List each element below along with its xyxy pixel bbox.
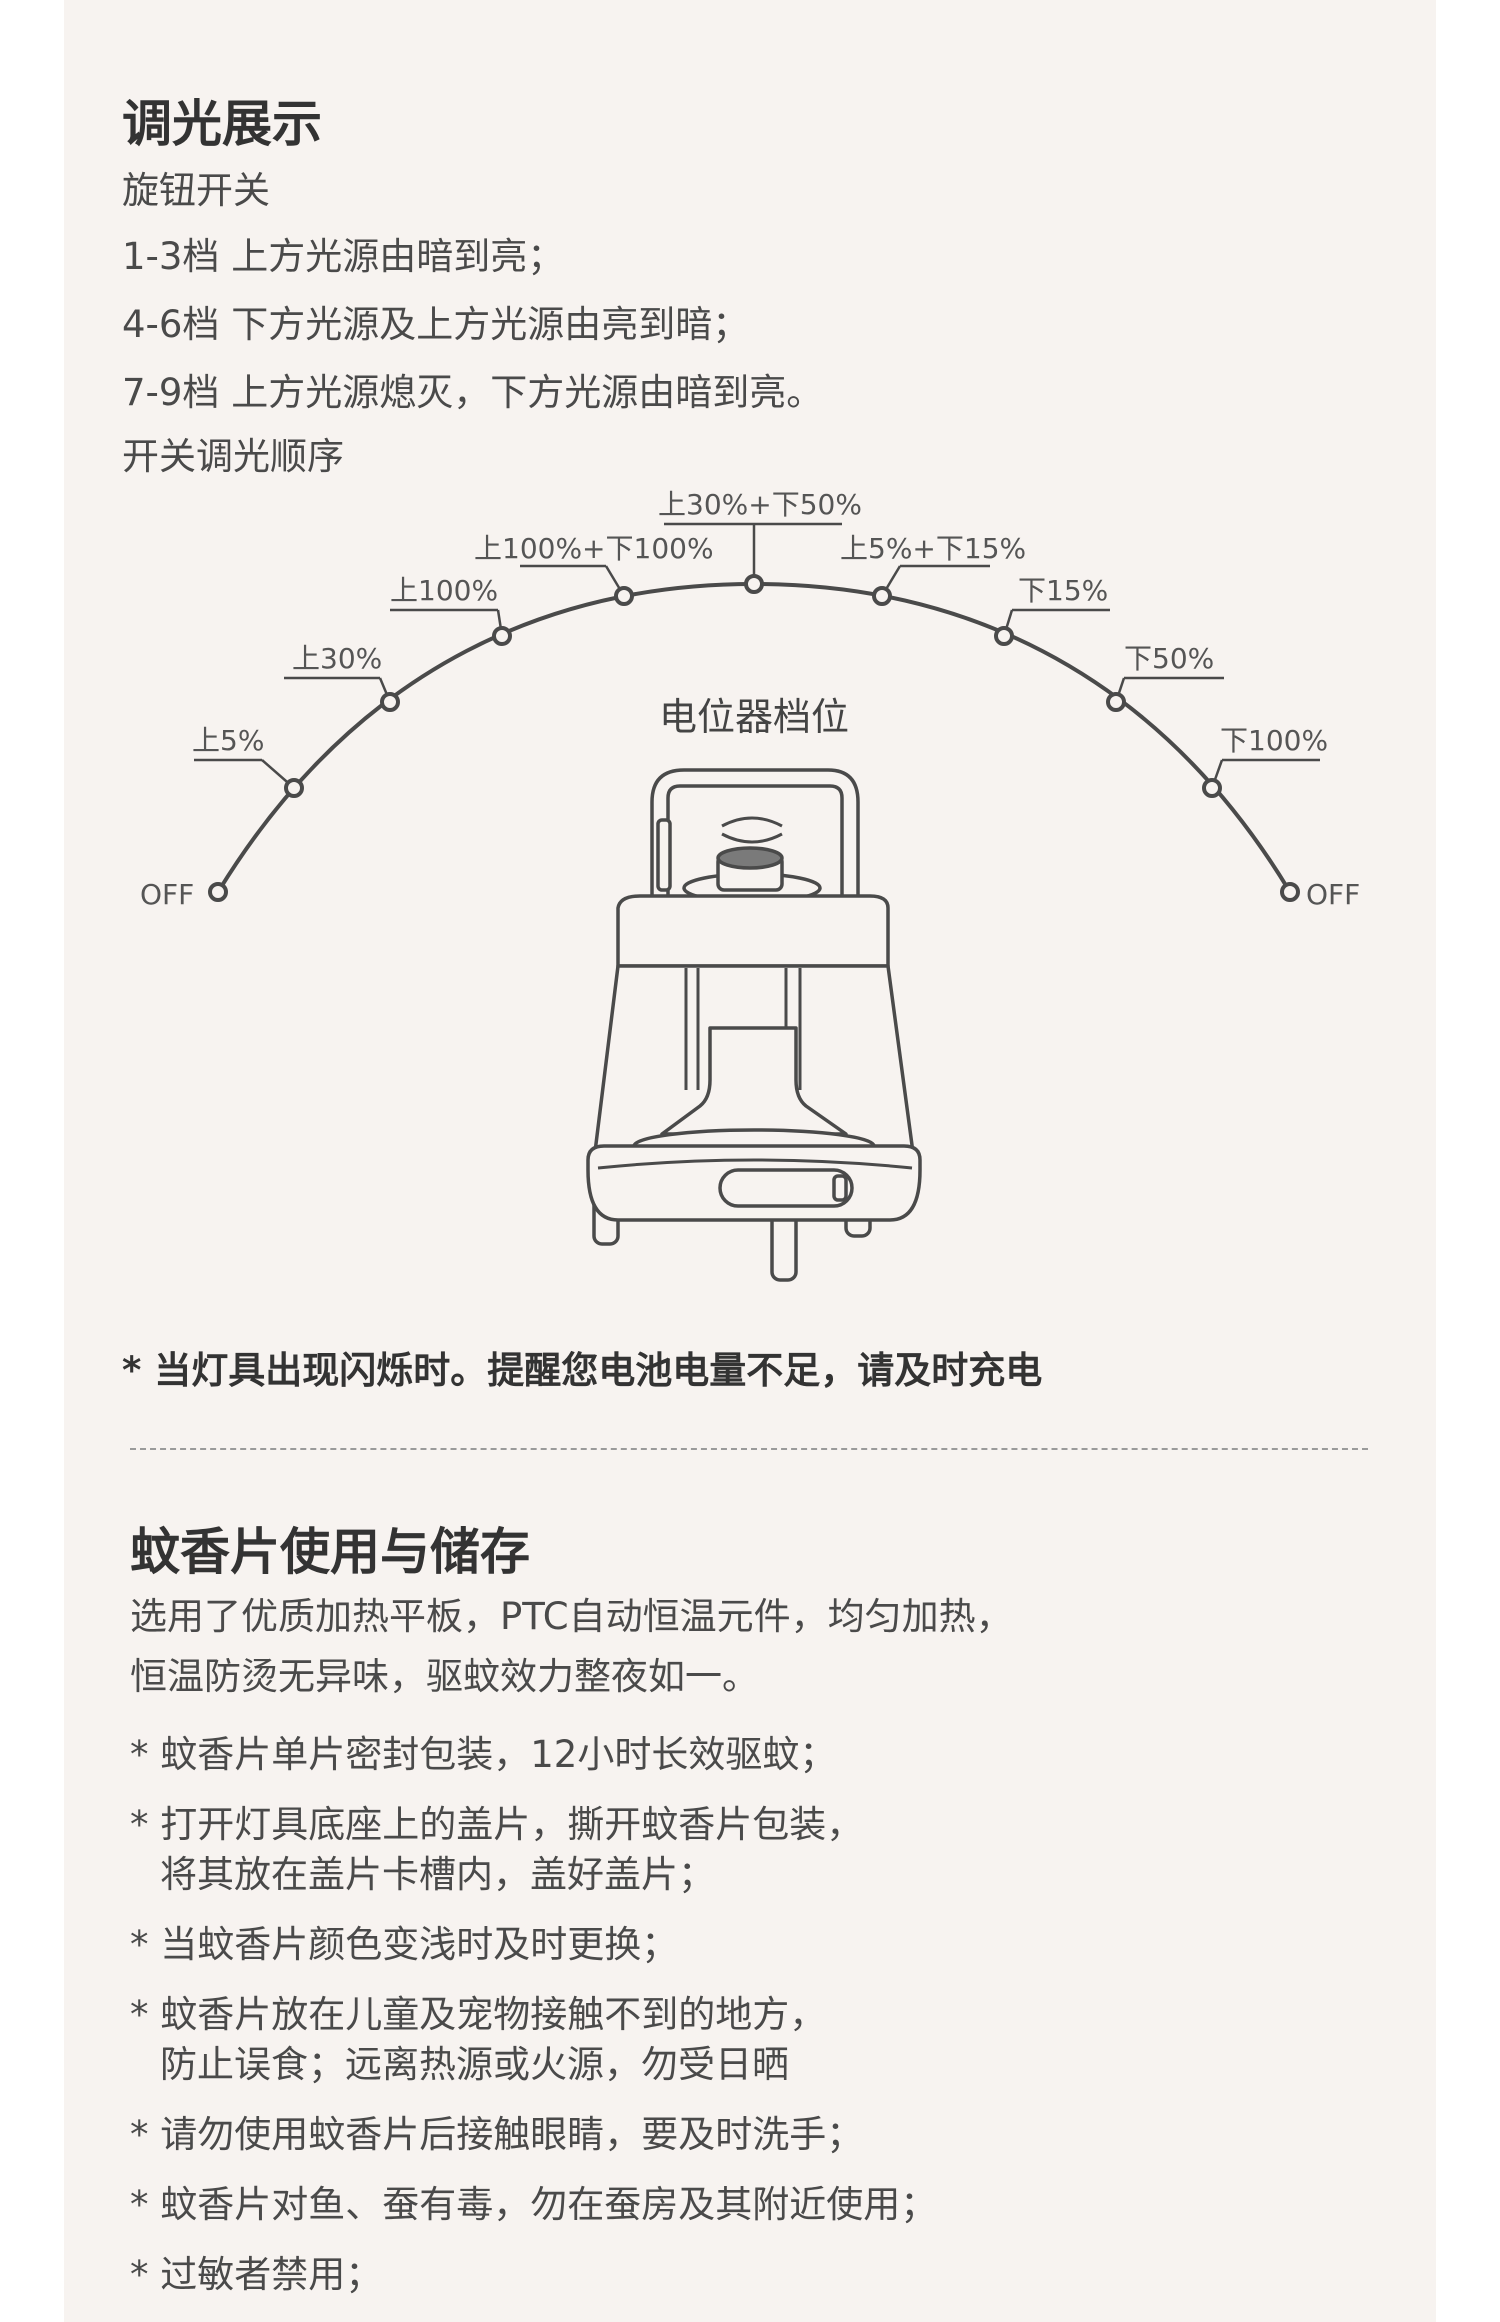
- step-marker-5: [664, 522, 842, 594]
- step-marker-6: [872, 564, 990, 606]
- dimming-order-label: 开关调光顺序: [122, 435, 344, 478]
- step-label-5: 上30%+下50%: [658, 488, 862, 521]
- dimming-line-3: 7-9档 上方光源熄灭，下方光源由暗到亮。: [122, 371, 824, 414]
- step-marker-2: [284, 676, 400, 712]
- mosquito-item-2: * 打开灯具底座上的盖片，撕开蚊香片包装，: [130, 1803, 864, 1846]
- step-label-3: 上100%: [390, 574, 498, 607]
- mosquito-item-4-cont: 防止误食；远离热源或火源，勿受日晒: [160, 2043, 789, 2086]
- step-label-1: 上5%: [192, 724, 264, 757]
- lamp-illustration: [586, 768, 922, 1282]
- mosquito-intro-1: 选用了优质加热平板，PTC自动恒温元件，均匀加热，: [130, 1595, 1013, 1638]
- mosquito-item-3: * 当蚊香片颜色变浅时及时更换；: [130, 1923, 679, 1966]
- off-left-label: OFF: [140, 878, 194, 911]
- mosquito-intro-2: 恒温防烫无异味，驱蚊效力整夜如一。: [130, 1655, 759, 1698]
- step-marker-8: [1106, 676, 1224, 712]
- dimming-title: 调光展示: [122, 95, 322, 153]
- step-label-9: 下100%: [1220, 724, 1328, 757]
- mosquito-item-2-cont: 将其放在盖片卡槽内，盖好盖片；: [160, 1853, 715, 1896]
- off-right-label: OFF: [1306, 878, 1360, 911]
- mosquito-item-7: * 过敏者禁用；: [130, 2253, 383, 2296]
- step-marker-3: [390, 608, 512, 646]
- dimming-line-1: 1-3档 上方光源由暗到亮；: [122, 235, 565, 278]
- step-marker-7: [994, 608, 1110, 646]
- battery-warning: * 当灯具出现闪烁时。提醒您电池电量不足，请及时充电: [122, 1349, 1043, 1392]
- off-right-marker: [1280, 882, 1300, 902]
- step-marker-4: [520, 564, 634, 606]
- mosquito-item-6: * 蚊香片对鱼、蚕有毒，勿在蚕房及其附近使用；: [130, 2183, 938, 2226]
- mosquito-title: 蚊香片使用与储存: [130, 1523, 530, 1581]
- mosquito-item-5: * 请勿使用蚊香片后接触眼睛，要及时洗手；: [130, 2113, 864, 2156]
- step-label-2: 上30%: [292, 642, 382, 675]
- dimming-subtitle: 旋钮开关: [122, 169, 270, 212]
- potentiometer-caption: 电位器档位: [659, 695, 849, 739]
- section-divider: [130, 1448, 1368, 1450]
- mosquito-item-1: * 蚊香片单片密封包装，12小时长效驱蚊；: [130, 1733, 837, 1776]
- mosquito-item-4: * 蚊香片放在儿童及宠物接触不到的地方，: [130, 1993, 827, 2036]
- step-label-6: 上5%+下15%: [840, 532, 1026, 565]
- dimming-order-diagram: OFF OFF 上5% 上30% 上100% 上100%+下100% 上30%+…: [140, 488, 1360, 1282]
- step-label-8: 下50%: [1124, 642, 1214, 675]
- step-marker-1: [194, 758, 304, 798]
- step-label-7: 下15%: [1018, 574, 1108, 607]
- dimming-line-2: 4-6档 下方光源及上方光源由亮到暗；: [122, 303, 750, 346]
- step-marker-9: [1202, 758, 1320, 798]
- step-label-4: 上100%+下100%: [474, 532, 714, 565]
- off-left-marker: [208, 882, 228, 902]
